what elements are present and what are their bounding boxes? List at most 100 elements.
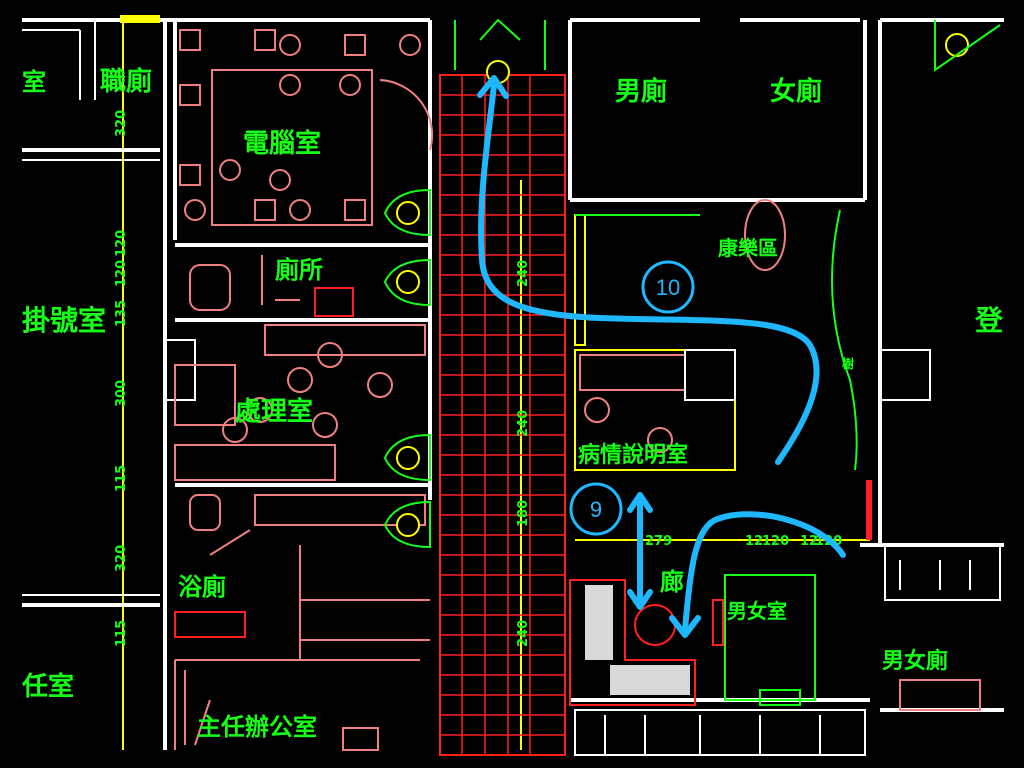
door-icon [396, 270, 420, 294]
urinal-stalls [884, 544, 1001, 601]
bottom-room-outline [574, 709, 866, 756]
treatment-room-furniture [174, 324, 426, 481]
counter [264, 324, 426, 356]
chair [254, 29, 276, 51]
dimension-label: 240 [516, 260, 531, 287]
dimension-label: 180 [516, 500, 531, 527]
dimension-label: 12 [745, 534, 763, 549]
sink-counter [899, 679, 981, 711]
dimension-label: 120 [762, 534, 789, 549]
route-10-path [478, 82, 820, 465]
lobby-label: 廊 [660, 568, 684, 596]
chair [179, 29, 201, 51]
male-toilet-label: 男廁 [615, 76, 667, 107]
room-labels: 室 職廁 電腦室 廁所 掛號室 處理室 浴廁 任室 主任辦公室 男廁 女廁 病情… [21, 66, 1004, 741]
route-annotations: 10 9 [477, 75, 846, 638]
right-margin [1004, 0, 1024, 768]
bathtub [174, 611, 246, 638]
stool [279, 34, 301, 56]
planter-label: 康樂區 [718, 236, 778, 260]
computer-room-furniture [179, 29, 434, 226]
dimension-label: 135 [114, 300, 129, 327]
room-left-top-label: 室 [22, 68, 46, 96]
walls-far-left [22, 20, 160, 596]
toilet-label: 廁所 [275, 256, 323, 284]
stool [279, 74, 301, 96]
door-icon [396, 201, 420, 225]
consult-room-area [574, 199, 858, 471]
staff-toilet-label: 職廁 [100, 66, 152, 97]
sink-icon [189, 264, 231, 311]
toilet-bowl [189, 494, 221, 531]
door-icon [945, 33, 969, 57]
stool [312, 412, 338, 438]
chair [254, 199, 276, 221]
column-right [879, 349, 931, 401]
stool [269, 169, 291, 191]
bathroom-label: 浴廁 [178, 573, 226, 601]
door-leaf [934, 20, 1001, 72]
station-chair [634, 604, 676, 646]
dimension-labels: 320 120 120 135 300 115 320 115 240 240 … [114, 110, 842, 647]
chair [179, 84, 201, 106]
planter-oval [744, 199, 786, 271]
dimension-label: 300 [114, 380, 129, 407]
route-lobby-path [682, 511, 846, 633]
yellow-accent [120, 15, 160, 23]
stool [247, 397, 273, 423]
stool [184, 199, 206, 221]
route-10-label: 10 [656, 275, 680, 300]
printer [342, 727, 379, 751]
door-swing [379, 79, 434, 151]
female-toilet-label: 女廁 [770, 76, 822, 107]
computer-room-label: 電腦室 [243, 128, 321, 159]
cabinet [174, 364, 236, 426]
consult-desk [579, 354, 686, 391]
route-9-marker [569, 482, 623, 536]
office-desk [174, 659, 420, 750]
chair [344, 199, 366, 221]
door-leaf [383, 188, 431, 237]
route-arrow-icon [627, 492, 653, 610]
dimension-label: 240 [516, 620, 531, 647]
dimension-label: 120 [114, 230, 129, 257]
door-icon [396, 446, 420, 470]
yellow-panel [574, 214, 586, 346]
stool [287, 367, 313, 393]
route-arrow-icon [669, 615, 701, 638]
director-office-label: 主任辦公室 [197, 713, 317, 741]
consult-column [684, 349, 736, 401]
treatment-room-label: 處理室 [235, 396, 313, 427]
station-tiles [585, 585, 613, 660]
unisex-room-outline [724, 574, 816, 701]
dimension-label: 12 [800, 534, 818, 549]
unisex-fixture [759, 689, 801, 706]
bottom-room-dividers [604, 715, 821, 755]
unisex-toilet-label: 男女廁 [882, 648, 948, 674]
director-office [174, 659, 420, 751]
stool [647, 427, 673, 453]
chair [344, 34, 366, 56]
computer-desk-ring [211, 69, 373, 226]
toilet-fixtures [189, 255, 354, 317]
dimension-label: 320 [114, 545, 129, 572]
door-leaf [383, 433, 431, 482]
red-fixture [314, 287, 354, 317]
chair [179, 164, 201, 186]
dimension-label: 279 [645, 534, 672, 549]
stool [339, 74, 361, 96]
door-markers [383, 18, 1001, 549]
unisex-room [724, 544, 1001, 711]
station-side [712, 599, 724, 646]
bathroom-fixtures [174, 494, 430, 660]
route-10-marker [641, 260, 695, 314]
route-9-label: 9 [590, 497, 602, 522]
corridor-grid [439, 74, 566, 756]
station-tiles-lower [610, 665, 690, 695]
stool [317, 342, 343, 368]
dimension-label: 320 [114, 110, 129, 137]
registration-room-label: 掛號室 [22, 304, 106, 337]
bench [174, 444, 336, 481]
